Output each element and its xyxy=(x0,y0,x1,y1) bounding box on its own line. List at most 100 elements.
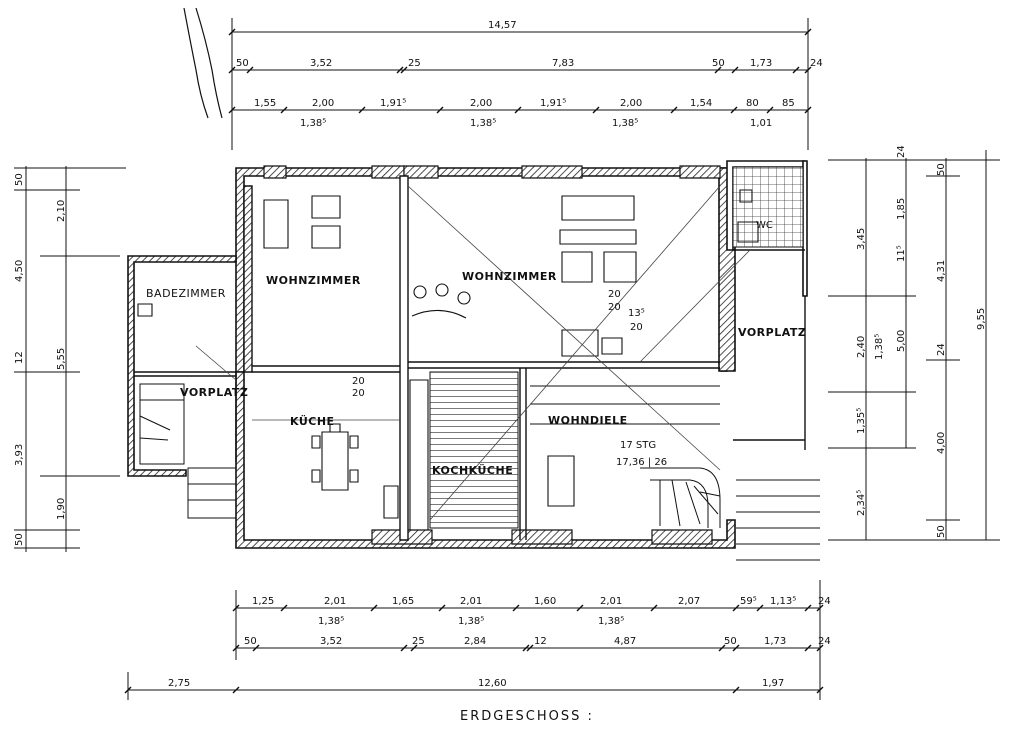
dimension-tick xyxy=(577,605,583,611)
opening-label: 20 xyxy=(608,289,621,300)
furniture xyxy=(138,190,758,530)
dimension-tick xyxy=(527,645,533,651)
dimension-tick xyxy=(513,605,519,611)
window-blocks xyxy=(264,166,720,544)
dim-bottom-row2: 50 3,52 25 2,84 12 4,87 50 1,73 24 xyxy=(244,636,831,647)
dimension-tick xyxy=(719,645,725,651)
dimension-tick xyxy=(125,687,131,693)
dim-bottom-row1-sub: 1,38⁵ 1,38⁵ 1,38⁵ xyxy=(318,616,624,627)
dim-left-labels: 50 4,50 5,55 3,93 50 2,10 12 1,90 xyxy=(14,173,67,546)
dimension-tick xyxy=(793,67,799,73)
room-label-vorplatz-right: VORPLATZ xyxy=(738,326,806,339)
dim-top-row2-4: 50 xyxy=(712,58,725,69)
dim-right-a-3: 1,35⁵ xyxy=(856,408,867,434)
dim-top-row2-6: 24 xyxy=(810,58,823,69)
dim-bottom-row2-4: 12 xyxy=(534,636,547,647)
dimension-tick xyxy=(253,645,259,651)
dimension-tick xyxy=(805,107,811,113)
room-label-wc: WC xyxy=(756,220,773,231)
dimension-tick xyxy=(817,605,823,611)
margin-scribble xyxy=(196,8,222,118)
dim-bottom-sub-2: 1,38⁵ xyxy=(598,616,624,627)
room-label-kueche: KÜCHE xyxy=(290,414,335,428)
dimension-tick xyxy=(233,687,239,693)
dimension-tick xyxy=(401,67,407,73)
dim-bottom-sub-0: 1,38⁵ xyxy=(318,616,344,627)
exterior-walls xyxy=(128,161,807,548)
dimension-tick xyxy=(439,605,445,611)
dim-bottom-row3-0: 2,75 xyxy=(168,678,190,689)
dim-bottom-row2-6: 50 xyxy=(724,636,737,647)
dim-left-outer-0: 50 xyxy=(14,173,25,186)
dim-right-c-0: 50 xyxy=(936,163,947,176)
dim-bottom-row2-2: 25 xyxy=(412,636,425,647)
dimension-ticks-bottom xyxy=(125,605,823,693)
diagonal-lines xyxy=(196,186,750,520)
dimension-tick xyxy=(397,67,403,73)
dim-right-b-1: 11⁵ xyxy=(896,245,907,262)
dim-bottom-row1-6: 2,07 xyxy=(678,596,700,607)
dimension-tick xyxy=(767,107,773,113)
dim-bottom-row2-0: 50 xyxy=(244,636,257,647)
dim-bottom-row1-1: 2,01 xyxy=(324,596,346,607)
dimension-tick xyxy=(671,107,677,113)
opening-label: 20 xyxy=(630,322,643,333)
dimension-tick xyxy=(805,67,811,73)
dimension-tick xyxy=(371,605,377,611)
dimension-tick xyxy=(247,67,253,73)
dim-bottom-row1-3: 2,01 xyxy=(460,596,482,607)
dim-top-row2: 50 3,52 25 7,83 50 1,73 24 xyxy=(236,58,823,69)
dimension-tick xyxy=(757,605,763,611)
opening-label: 20 xyxy=(608,302,621,313)
dimension-tick xyxy=(593,107,599,113)
dimension-tick xyxy=(359,107,365,113)
dimension-tick xyxy=(229,29,235,35)
dim-bottom-row3: 2,75 12,60 1,97 xyxy=(168,678,784,689)
dim-top-overall: 14,57 xyxy=(488,20,517,31)
dim-top-row3-sub: 1,38⁵ 1,38⁵ 1,38⁵ 1,01 xyxy=(300,118,772,129)
drawing-title: ERDGESCHOSS : xyxy=(460,709,594,724)
dimension-lines-right xyxy=(828,150,1000,540)
room-label-wohnzimmer-left: WOHNZIMMER xyxy=(266,274,361,287)
dim-top-row3-6: 1,54 xyxy=(690,98,712,109)
dim-bottom-row1-2: 1,65 xyxy=(392,596,414,607)
room-label-wohnzimmer-right: WOHNZIMMER xyxy=(462,270,557,283)
dimension-tick xyxy=(515,107,521,113)
dimension-tick xyxy=(233,605,239,611)
dimension-tick xyxy=(805,605,811,611)
dim-right-c-3: 4,00 xyxy=(936,432,947,454)
room-label-kochkueche: KOCHKÜCHE xyxy=(432,463,513,477)
dimension-tick xyxy=(523,645,529,651)
margin-scribble xyxy=(184,8,208,118)
dimension-tick xyxy=(731,107,737,113)
wc-tiles xyxy=(733,167,803,247)
dim-top-row3: 1,55 2,00 1,91⁵ 2,00 1,91⁵ 2,00 1,54 80 … xyxy=(254,98,795,109)
dimension-tick xyxy=(281,605,287,611)
dim-right-a-0: 24 xyxy=(896,145,907,158)
dimension-tick xyxy=(805,645,811,651)
dim-bottom-row1-0: 1,25 xyxy=(252,596,274,607)
dimension-tick xyxy=(817,687,823,693)
dim-top-sub-0: 1,38⁵ xyxy=(300,118,326,129)
dim-right-c-2: 5,00 xyxy=(896,330,907,352)
opening-label: 13⁵ xyxy=(628,308,645,319)
dim-top-row2-3: 7,83 xyxy=(552,58,574,69)
dim-top-row2-1: 3,52 xyxy=(310,58,332,69)
opening-label: 20 xyxy=(352,388,365,399)
dim-left-inner-0: 2,10 xyxy=(56,200,67,222)
kochkueche-hatch xyxy=(430,372,518,528)
dim-top-sub-3: 1,01 xyxy=(750,118,772,129)
dimension-tick xyxy=(229,67,235,73)
dim-top-row3-1: 2,00 xyxy=(312,98,334,109)
dim-bottom-row2-1: 3,52 xyxy=(320,636,342,647)
room-label-vorplatz-left: VORPLATZ xyxy=(180,386,248,399)
interior-walls xyxy=(134,176,805,540)
dim-bottom-row2-8: 24 xyxy=(818,636,831,647)
dim-bottom-row1-4: 1,60 xyxy=(534,596,556,607)
dimension-tick xyxy=(437,107,443,113)
dim-top-sub-2: 1,38⁵ xyxy=(612,118,638,129)
dimension-tick xyxy=(732,67,738,73)
dim-left-outer-1: 4,50 xyxy=(14,260,25,282)
dimension-lines-top xyxy=(232,18,808,150)
